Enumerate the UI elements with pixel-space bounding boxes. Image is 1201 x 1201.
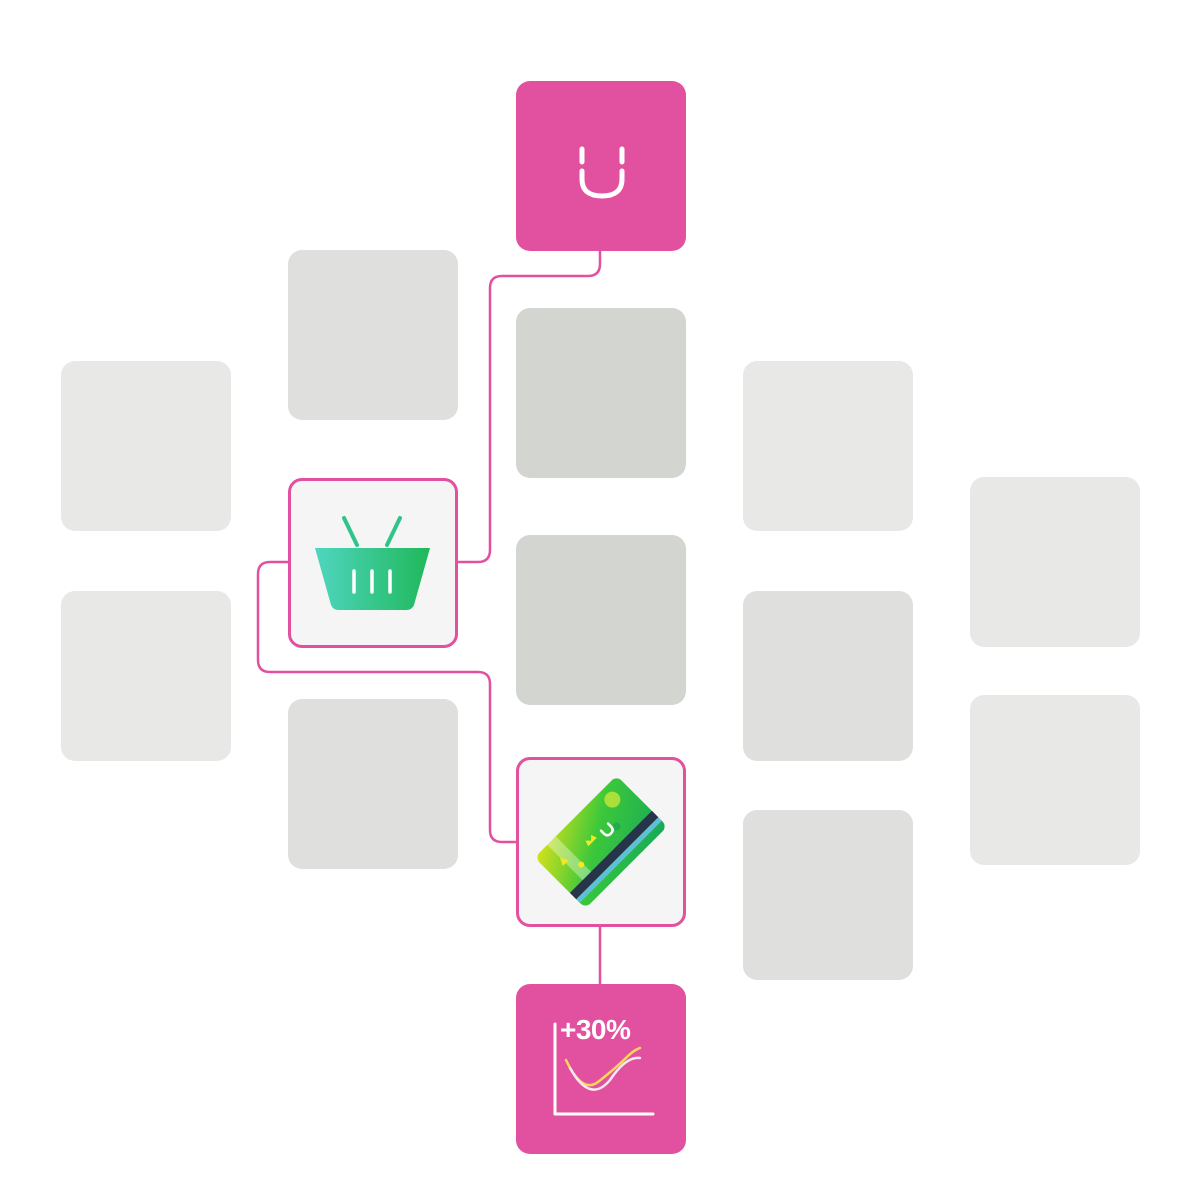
top-node bbox=[516, 81, 686, 251]
placeholder-tile bbox=[743, 810, 913, 980]
growth-chart-icon bbox=[553, 1022, 655, 1116]
card-node bbox=[516, 757, 686, 927]
loyalty-card-icon bbox=[537, 778, 665, 906]
result-node: +30% bbox=[516, 984, 686, 1154]
placeholder-tile bbox=[288, 699, 458, 869]
placeholder-tile bbox=[970, 477, 1140, 647]
placeholder-tile bbox=[970, 695, 1140, 865]
placeholder-tile bbox=[288, 250, 458, 420]
connector-basket-to-card bbox=[256, 560, 518, 844]
growth-percentage-label: +30% bbox=[560, 1014, 631, 1045]
placeholder-tile bbox=[516, 308, 686, 478]
connector-top-to-basket bbox=[455, 248, 602, 564]
placeholder-tile bbox=[516, 535, 686, 705]
basket-node bbox=[288, 478, 458, 648]
placeholder-tile bbox=[743, 361, 913, 531]
shopping-basket-icon bbox=[315, 516, 430, 610]
placeholder-tile bbox=[743, 591, 913, 761]
placeholder-tile bbox=[61, 361, 231, 531]
smile-logo-icon bbox=[579, 146, 625, 199]
placeholder-tile bbox=[61, 591, 231, 761]
